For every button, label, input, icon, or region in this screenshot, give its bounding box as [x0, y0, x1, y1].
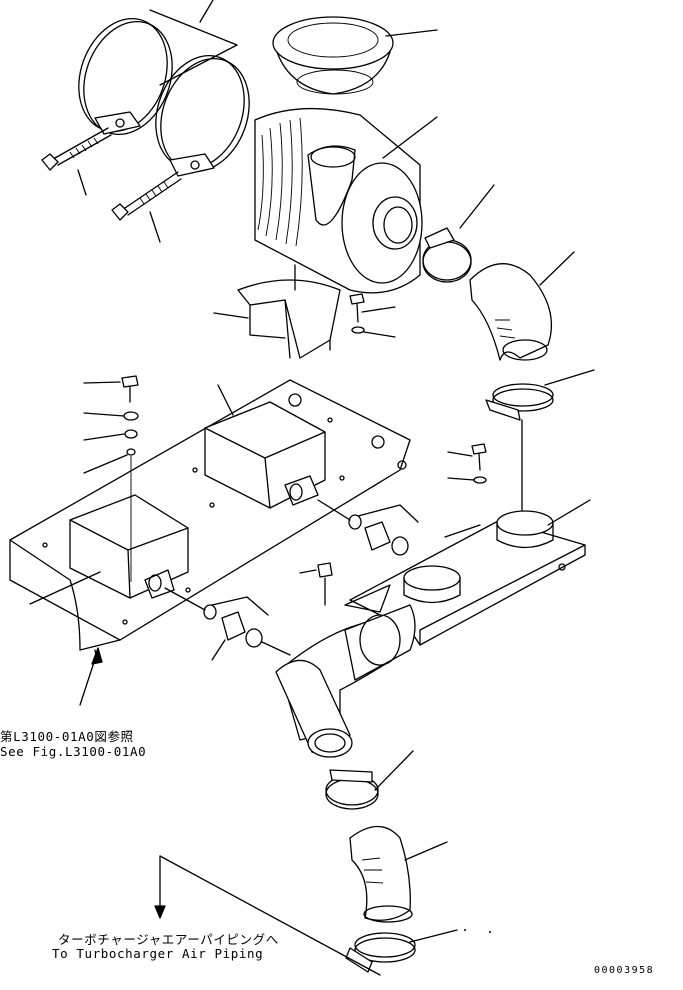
controller-box-lower — [29, 494, 189, 605]
hose-clamp-mid-right — [485, 369, 595, 511]
elbow-hose-upper — [469, 251, 575, 361]
support-bolt-right — [447, 443, 487, 484]
destination-label-en: To Turbocharger Air Piping — [52, 946, 264, 961]
hose-clamp-upper-right — [422, 184, 495, 283]
bolt-stack-left — [83, 375, 139, 582]
bracket-bolt — [349, 293, 396, 338]
clamp-leader-bracket — [149, 9, 238, 46]
air-cleaner-cap — [272, 16, 438, 95]
hose-clamp-bottom — [345, 929, 458, 973]
pipe-fittings-upper — [317, 499, 419, 556]
stud-bolt-mid — [299, 562, 391, 613]
destination-leader — [154, 855, 381, 976]
elbow-hose-lower — [349, 825, 448, 923]
reference-label-en: See Fig.L3100-01A0 — [0, 744, 147, 759]
controller-box-upper — [204, 384, 326, 509]
air-cleaner-body — [254, 107, 438, 294]
clamp-bolt-lower — [111, 171, 182, 243]
band-clamp-right — [155, 54, 250, 177]
destination-label-jp: ターボチャージャエアーパイピングへ — [58, 932, 279, 947]
mount-bracket — [213, 264, 341, 359]
pipe-fittings-lower — [164, 587, 291, 661]
drawing-number: 00003958 — [594, 965, 655, 976]
reference-arrow — [79, 647, 103, 706]
clamp-bolt-upper — [41, 127, 112, 196]
intake-tube — [275, 604, 416, 758]
hose-clamp-lower — [325, 750, 414, 810]
reference-label-jp: 第L3100-01A0図参照 — [0, 729, 134, 744]
band-clamp-left — [78, 17, 173, 136]
